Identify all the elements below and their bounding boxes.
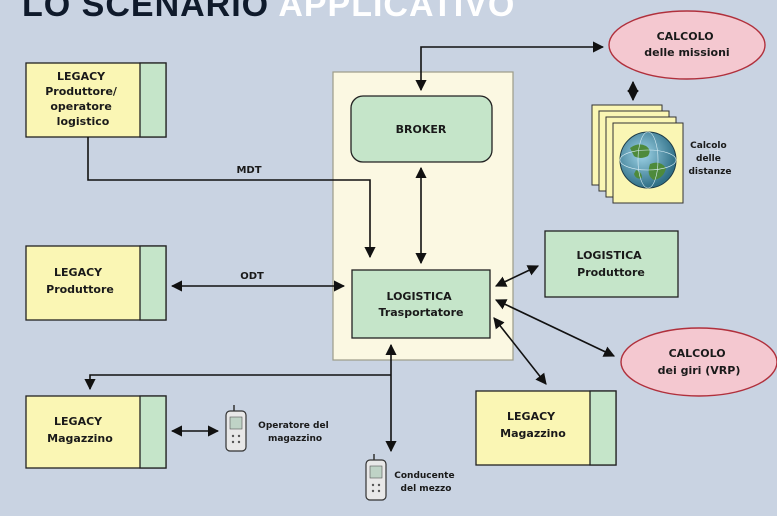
label-line: Produttore xyxy=(46,283,114,296)
label-line: LEGACY xyxy=(57,70,106,83)
node-logistica-produttore: LOGISTICA Produttore xyxy=(544,230,679,298)
label-line: BROKER xyxy=(396,123,447,136)
node-calcolo-giri: CALCOLO dei giri (VRP) xyxy=(620,327,777,397)
edge-label-odt: ODT xyxy=(240,271,264,282)
svg-text:BROKER: BROKER xyxy=(396,123,447,136)
label-line: LEGACY xyxy=(54,415,103,428)
connectors xyxy=(84,41,639,453)
label-line: LOGISTICA xyxy=(386,290,452,303)
label-line: distanze xyxy=(688,167,731,177)
label-line: dei giri (VRP) xyxy=(658,364,741,377)
label-line: Trasportatore xyxy=(379,306,464,319)
label-line: LOGISTICA xyxy=(576,249,642,262)
label-line: delle xyxy=(696,154,721,164)
page-title-part1: LO SCENARIO xyxy=(22,0,270,24)
page-title: LO SCENARIO APPLICATIVO xyxy=(22,0,515,25)
label-line: Operatore del xyxy=(258,421,329,431)
mobile-phone-icon xyxy=(225,405,247,452)
node-legacy-magazzino-left: LEGACY Magazzino xyxy=(25,395,167,469)
operatore-magazzino-label: Operatore del magazzino xyxy=(258,421,332,444)
globe-icon xyxy=(619,131,677,189)
node-broker: BROKER xyxy=(350,95,493,163)
label-line: logistico xyxy=(57,115,110,128)
svg-text:CALCOLO dei giri (VRP): CALCOLO dei giri (VRP) xyxy=(658,347,741,377)
label-line: CALCOLO xyxy=(669,347,726,360)
label-line: Produttore xyxy=(577,266,645,279)
label-line: del mezzo xyxy=(401,484,452,494)
label-line: CALCOLO xyxy=(657,30,714,43)
page-title-part2: APPLICATIVO xyxy=(278,0,516,24)
label-line: Conducente xyxy=(394,471,454,481)
node-calcolo-missioni: CALCOLO delle missioni xyxy=(608,10,766,80)
conducente-label: Conducente del mezzo xyxy=(394,471,457,494)
svg-text:LEGACY Magazzino: LEGACY Magazzino xyxy=(500,410,566,440)
edge-trasp-magazzino-right xyxy=(493,317,547,385)
node-logistica-trasportatore: LOGISTICA Trasportatore xyxy=(351,269,491,339)
label-line: magazzino xyxy=(268,434,322,444)
svg-text:CALCOLO delle missioni: CALCOLO delle missioni xyxy=(644,30,729,59)
svg-text:LOGISTICA Produttore: LOGISTICA Produttore xyxy=(576,249,645,279)
edge-trasp-giri xyxy=(494,299,616,357)
mobile-phone-icon xyxy=(365,454,387,501)
svg-text:LEGACY Magazzino: LEGACY Magazzino xyxy=(47,415,113,445)
label-line: LEGACY xyxy=(507,410,556,423)
svg-text:LEGACY Produttore/: LEGACY Produttore/ operatore logistico xyxy=(45,70,121,128)
node-legacy-magazzino-right: LEGACY Magazzino xyxy=(475,390,617,466)
edge-broker-missioni xyxy=(415,41,605,92)
label-line: Calcolo xyxy=(690,141,727,151)
node-legacy-produttore-operatore: LEGACY Produttore/ operatore logistico xyxy=(25,62,167,138)
edge-trasp-produttore xyxy=(494,265,540,287)
edge-label-mdt: MDT xyxy=(236,165,261,176)
node-legacy-produttore: LEGACY Produttore xyxy=(25,245,167,321)
label-line: LEGACY xyxy=(54,266,103,279)
edge-trasp-magazzino-left xyxy=(84,374,391,391)
label-line: Magazzino xyxy=(500,427,566,440)
edge-mdt xyxy=(87,137,376,259)
node-calcolo-distanze: Calcolo delle distanze xyxy=(591,104,732,204)
label-line: Magazzino xyxy=(47,432,113,445)
svg-text:LOGISTICA Trasportatore: LOGISTICA Trasportatore xyxy=(379,290,464,319)
svg-text:LEGACY Produttore: LEGACY Produttore xyxy=(46,266,114,296)
svg-text:Calcolo delle dist: Calcolo delle distanze xyxy=(688,141,731,177)
label-line: delle missioni xyxy=(644,46,729,59)
label-line: operatore xyxy=(50,100,111,113)
label-line: Produttore/ xyxy=(45,85,118,98)
